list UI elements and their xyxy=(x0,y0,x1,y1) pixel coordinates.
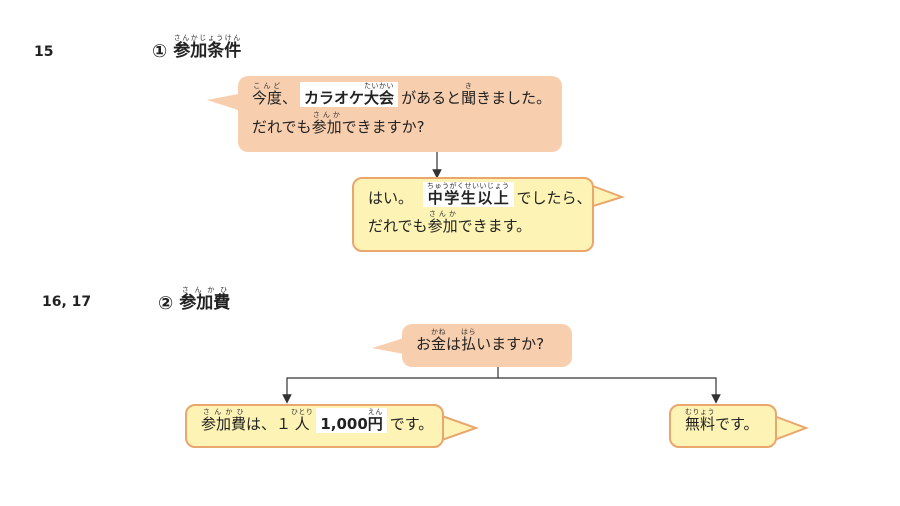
circled-number: ② xyxy=(158,293,174,314)
q2-branch-connector xyxy=(282,367,499,404)
free-answer-text: 無料むりょうです。 xyxy=(685,408,759,433)
answer-line-1: はい。 中学生以上ちゅうがくせいいじょう でしたら、 xyxy=(368,182,592,207)
highlight-junior-high-and-above: 中学生以上ちゅうがくせいいじょう xyxy=(423,182,514,207)
answer-bubble-free: 無料むりょうです。 xyxy=(669,404,777,448)
q2-bubble-tail xyxy=(372,338,404,354)
a2-left-bubble-tail xyxy=(441,414,480,442)
question-line-1: 今度こんど、 カラオケ大会たいかい があると聞ききました。 xyxy=(252,82,552,107)
q1-bubble-tail xyxy=(207,94,238,110)
a2-right-bubble-tail xyxy=(773,414,809,442)
question-number-16-17: 16, 17 xyxy=(42,294,92,310)
question-line-2: だれでも参加さんかできますか? xyxy=(252,111,425,136)
answer-bubble-conditions: はい。 中学生以上ちゅうがくせいいじょう でしたら、 だれでも参加さんかできます… xyxy=(352,177,594,252)
payment-question-text: お金かねは払はらいますか? xyxy=(416,328,545,353)
circled-number: ① xyxy=(152,41,168,62)
section-heading-participation-conditions: ① 参加条件さんかじょうけん xyxy=(152,34,241,61)
question-bubble-payment: お金かねは払はらいますか? xyxy=(402,324,572,367)
q2-branch-connector-right xyxy=(498,377,721,404)
section-heading-participation-fee: ② 参加費さんかひ xyxy=(158,286,230,313)
a1-bubble-tail xyxy=(589,183,626,209)
heading-text: 参加費さんかひ xyxy=(179,286,231,313)
question-number-15: 15 xyxy=(34,44,54,60)
highlight-karaoke-contest: カラオケ大会たいかい xyxy=(300,82,399,107)
answer-line-2: だれでも参加さんかできます。 xyxy=(368,210,532,235)
question-bubble-karaoke: 今度こんど、 カラオケ大会たいかい があると聞ききました。 だれでも参加さんかで… xyxy=(238,76,562,152)
heading-text: 参加条件さんかじょうけん xyxy=(173,34,242,61)
highlight-fee-amount: 1,000円えん xyxy=(316,408,387,433)
